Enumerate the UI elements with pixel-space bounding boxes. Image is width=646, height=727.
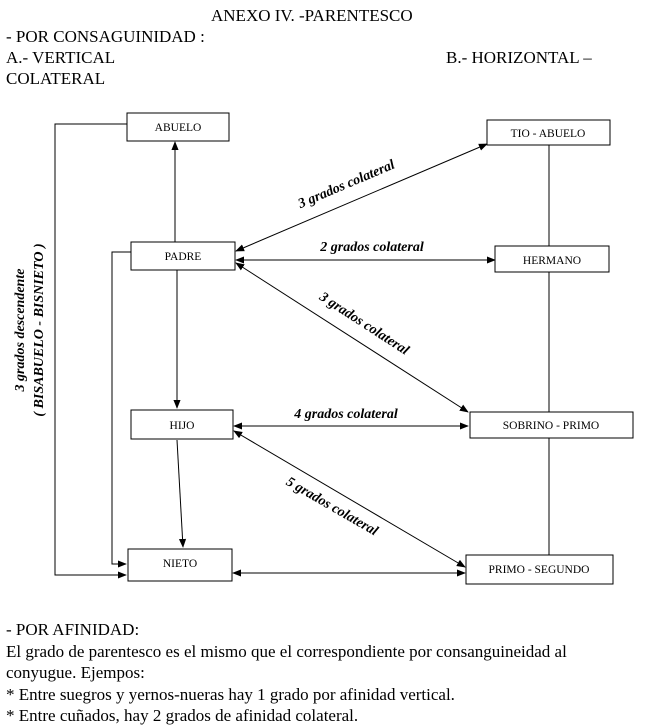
vertical-label-line2: ( BISABUELO - BISNIETO ): [32, 243, 47, 416]
node-tio-abuelo-label: TIO - ABUELO: [511, 128, 586, 140]
afinidad-heading: - POR AFINIDAD:: [6, 620, 140, 639]
node-padre-label: PADRE: [165, 251, 202, 263]
node-hijo-label: HIJO: [170, 420, 195, 432]
node-primo-segundo-label: PRIMO - SEGUNDO: [489, 564, 590, 576]
node-abuelo-label: ABUELO: [155, 122, 202, 134]
edge-padre-sobrino: [235, 262, 469, 413]
afinidad-line-3: * Entre suegros y yernos-nueras hay 1 gr…: [6, 684, 455, 704]
node-hermano: HERMANO: [494, 245, 610, 273]
bracket-abuelo-nieto: [54, 123, 127, 579]
afinidad-line-1: El grado de parentesco es el mismo que e…: [6, 641, 567, 661]
edge-hijo-primo: [233, 430, 466, 568]
node-hijo: HIJO: [130, 409, 234, 440]
afinidad-line-2: conyugue. Ejempos:: [6, 663, 145, 682]
label-vertical: A.- VERTICAL: [6, 48, 116, 67]
node-tio-abuelo: TIO - ABUELO: [486, 119, 611, 146]
vertical-descendente-label: 3 grados descendente ( BISABUELO - BISNI…: [13, 243, 47, 416]
label-horizontal: B.- HORIZONTAL –: [446, 48, 592, 67]
edge-label-hijo-sobrino: 4 grados colateral: [293, 407, 398, 422]
bracket-padre-nieto: [111, 251, 131, 568]
vertical-label-line1: 3 grados descendente: [13, 269, 28, 393]
page-title: ANEXO IV. -PARENTESCO: [211, 6, 413, 25]
node-abuelo: ABUELO: [126, 112, 230, 142]
node-sobrino-primo: SOBRINO - PRIMO: [469, 411, 634, 439]
node-sobrino-primo-label: SOBRINO - PRIMO: [503, 420, 600, 432]
edge-padre-tio: [235, 143, 488, 252]
edge-label-hijo-primo: 5 grados colateral: [283, 475, 380, 540]
label-colateral: COLATERAL: [6, 69, 106, 88]
afinidad-section: - POR AFINIDAD: El grado de parentesco e…: [6, 619, 642, 727]
node-primo-segundo: PRIMO - SEGUNDO: [465, 554, 614, 585]
section-consanguinidad: - POR CONSAGUINIDAD :: [6, 27, 205, 46]
edge-label-padre-hermano: 2 grados colateral: [319, 240, 424, 255]
edge-hijo-nieto: [176, 439, 187, 548]
afinidad-line-4: * Entre cuñados, hay 2 grados de afinida…: [6, 706, 359, 725]
node-padre: PADRE: [130, 241, 236, 271]
kinship-diagram: ABUELO PADRE HIJO NIETO TIO - ABUELO HER…: [13, 112, 634, 585]
node-nieto-label: NIETO: [163, 558, 197, 570]
node-nieto: NIETO: [127, 548, 233, 582]
node-hermano-label: HERMANO: [523, 255, 581, 267]
